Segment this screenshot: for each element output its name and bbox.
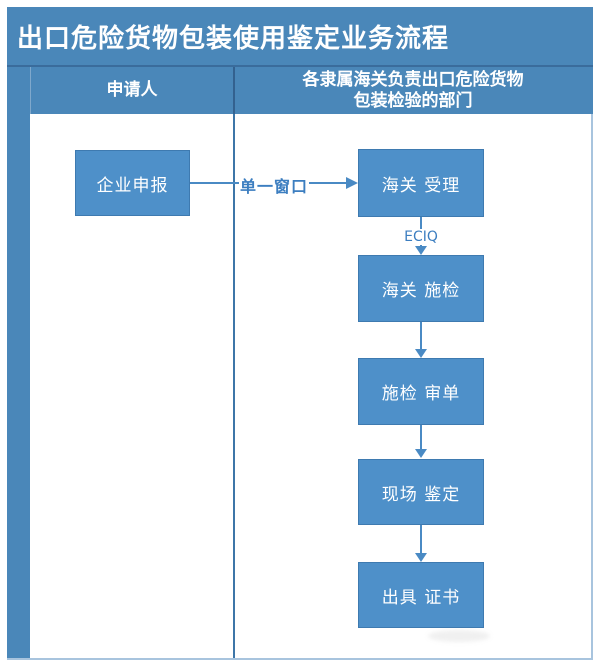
lane-divider: [233, 114, 235, 658]
flow-node-label: 海关 施检: [381, 281, 461, 301]
diagram-title: 出口危险货物包装使用鉴定业务流程: [17, 23, 450, 54]
edge-line-inspection-to-doc-review: [420, 322, 422, 349]
swimlane-header-band: [7, 67, 593, 114]
lane-header-customs-line2: 包装检验的部门: [353, 90, 473, 111]
flow-node-label: 出具 证书: [381, 587, 461, 608]
flow-node-customs-acceptance: 海关 受理: [358, 149, 484, 217]
flow-node-customs-inspection: 海关 施检: [358, 255, 484, 322]
arrowhead-right-icon: [346, 177, 358, 189]
lane-header-applicant: 申请人: [31, 67, 233, 114]
arrowhead-down-icon: [415, 349, 427, 358]
arrowhead-down-icon: [415, 553, 427, 562]
flow-node-label: 施检 审单: [381, 384, 461, 404]
header-strip-separator: [30, 67, 31, 114]
flow-node-issue-certificate: 出具 证书: [358, 562, 484, 628]
watermark-smudge: [428, 630, 490, 642]
arrowhead-down-icon: [415, 246, 427, 255]
flow-node-enterprise-declaration: 企业申报: [75, 150, 190, 216]
flow-node-label: 海关 受理: [381, 175, 461, 196]
edge-line-onsite-to-certificate: [420, 525, 422, 553]
swimlane-side-strip: [7, 114, 30, 658]
lane-header-applicant-label: 申请人: [106, 80, 158, 100]
edge-label-eciq: ECIQ: [397, 229, 445, 245]
flow-node-label: 现场 鉴定: [381, 484, 461, 505]
flow-node-inspection-doc-review: 施检 审单: [358, 358, 484, 425]
diagram-frame: [7, 7, 593, 660]
lane-header-customs: 各隶属海关负责出口危险货物 包装检验的部门: [235, 67, 591, 114]
header-lane-separator: [233, 67, 235, 114]
diagram-title-bar: 出口危险货物包装使用鉴定业务流程: [7, 7, 593, 67]
edge-label-single-window: 单一窗口: [239, 173, 310, 197]
lane-header-customs-line1: 各隶属海关负责出口危险货物: [302, 69, 524, 90]
flow-node-onsite-identification: 现场 鉴定: [358, 459, 484, 525]
arrowhead-down-icon: [415, 449, 427, 458]
flow-node-label: 企业申报: [96, 175, 169, 196]
edge-line-doc-review-to-onsite: [420, 425, 422, 449]
